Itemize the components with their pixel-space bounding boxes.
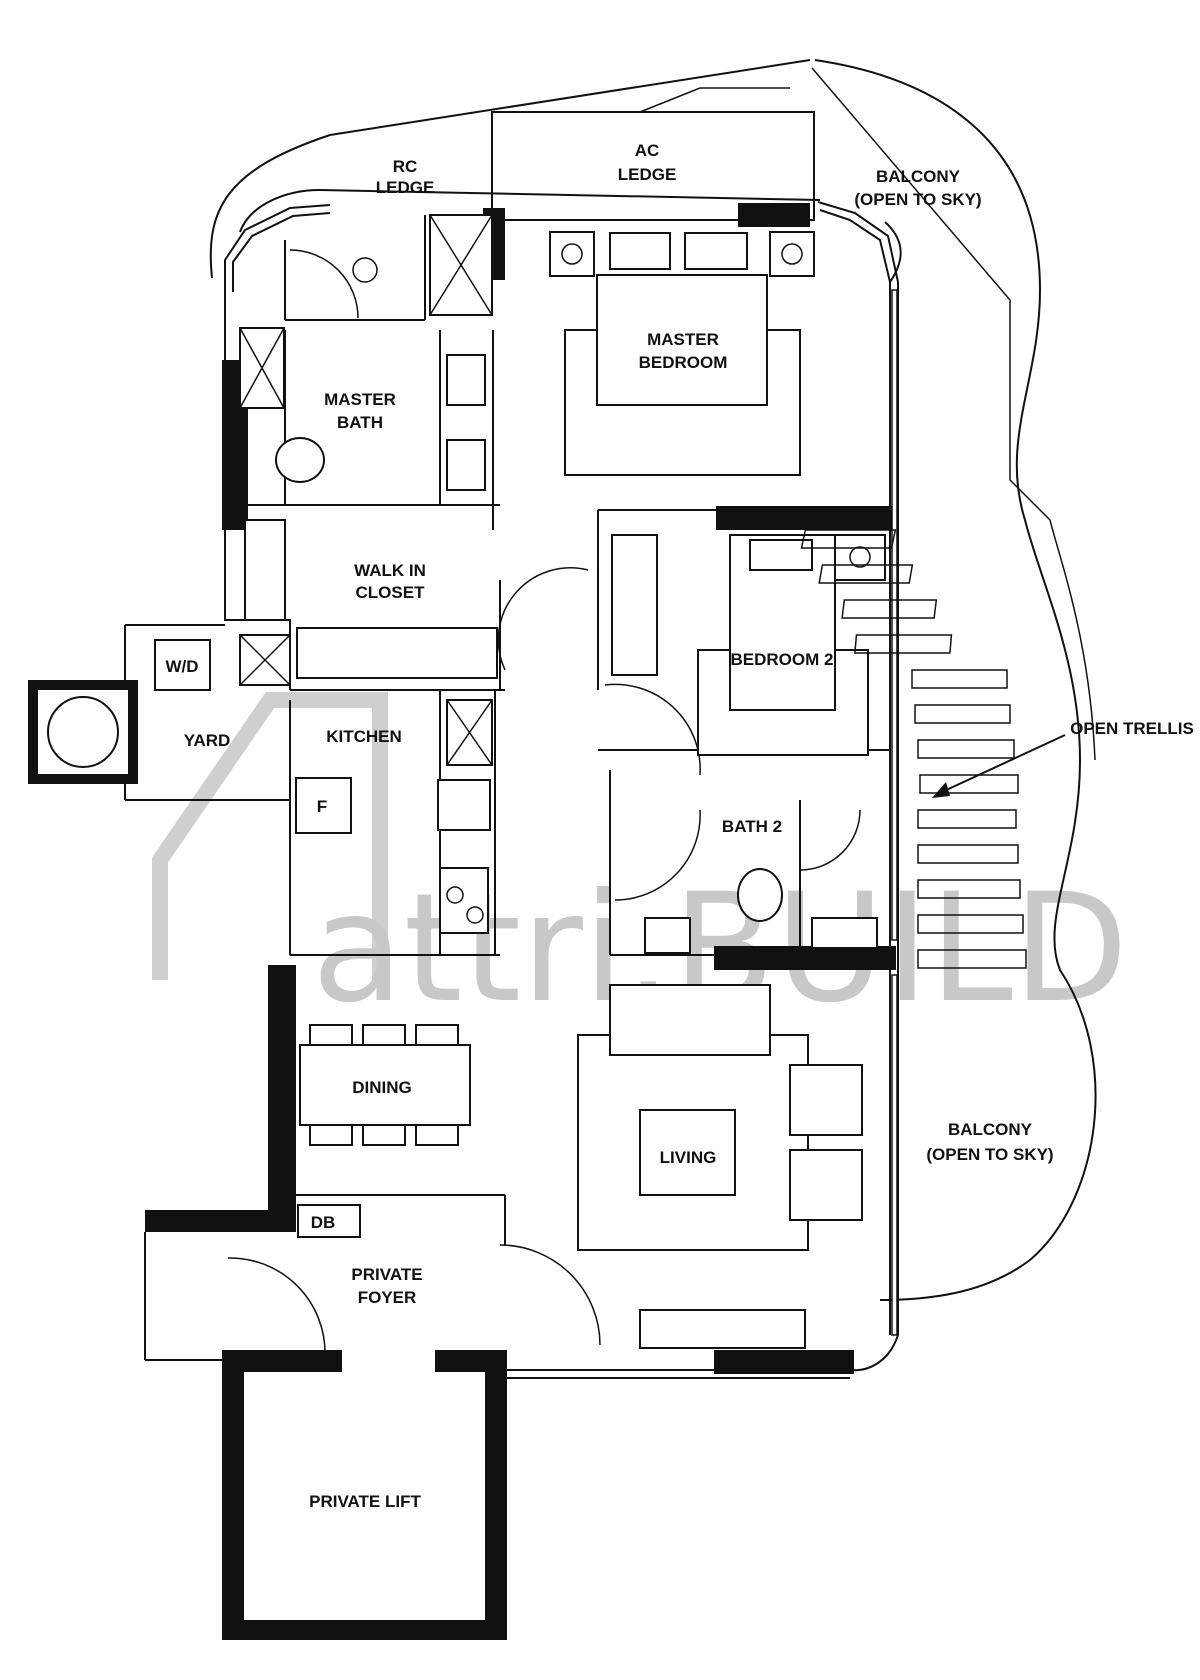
balcony-top-label-2: (OPEN TO SKY) bbox=[854, 190, 981, 209]
ac-ledge-glass bbox=[639, 87, 790, 113]
wall-block bbox=[145, 1210, 296, 1232]
wall-block bbox=[222, 1350, 342, 1372]
ledge-inner bbox=[239, 188, 821, 233]
db-label: DB bbox=[311, 1213, 336, 1232]
facade-glass bbox=[891, 289, 898, 1336]
bath2-fixtures bbox=[644, 868, 878, 954]
dining-label: DINING bbox=[352, 1078, 412, 1097]
walk-in-wardrobe bbox=[239, 519, 498, 686]
yard-label: YARD bbox=[184, 731, 231, 750]
bedroom2-bed bbox=[611, 534, 886, 756]
master-bath-fixtures bbox=[239, 214, 493, 491]
open-trellis-label: OPEN TRELLIS bbox=[1070, 719, 1194, 738]
open-trellis bbox=[800, 529, 1066, 969]
kitchen-label: KITCHEN bbox=[326, 727, 402, 746]
private-lift-label: PRIVATE LIFT bbox=[309, 1492, 421, 1511]
balcony-top-label-1: BALCONY bbox=[876, 167, 961, 186]
wall-block bbox=[738, 203, 810, 227]
ac-ledge-label-2: LEDGE bbox=[618, 165, 677, 184]
fridge-label: F bbox=[317, 797, 327, 816]
balcony-bottom-label-1: BALCONY bbox=[948, 1120, 1033, 1139]
master-bed bbox=[549, 231, 815, 476]
living-label: LIVING bbox=[660, 1148, 717, 1167]
balcony-bottom-label-2: (OPEN TO SKY) bbox=[926, 1145, 1053, 1164]
wall-block bbox=[714, 946, 896, 970]
yard-fixtures bbox=[28, 639, 211, 784]
wd-label: W/D bbox=[165, 657, 198, 676]
ac-ledge-box bbox=[491, 111, 815, 221]
walk-in-closet-label-2: CLOSET bbox=[356, 583, 426, 602]
wall-block bbox=[485, 1350, 507, 1640]
wall-block bbox=[716, 506, 896, 530]
rc-ledge-label-2: LEDGE bbox=[376, 178, 435, 197]
db-box bbox=[297, 1204, 361, 1238]
rc-ledge-label-1: RC bbox=[393, 157, 418, 176]
dining-table bbox=[299, 1024, 471, 1146]
room-labels: RC LEDGE AC LEDGE BALCONY (OPEN TO SKY) … bbox=[165, 141, 1193, 1511]
living-furniture bbox=[577, 984, 863, 1349]
kitchen-fixtures bbox=[295, 699, 493, 934]
wall-block bbox=[268, 965, 296, 1230]
master-bedroom-label-1: MASTER bbox=[647, 330, 719, 349]
ac-ledge-label-1: AC bbox=[635, 141, 660, 160]
master-bath-label-2: BATH bbox=[337, 413, 383, 432]
walk-in-closet-label-1: WALK IN bbox=[354, 561, 426, 580]
master-bath-label-1: MASTER bbox=[324, 390, 396, 409]
private-foyer-label-1: PRIVATE bbox=[351, 1265, 422, 1284]
wall-block bbox=[222, 1350, 244, 1640]
ledge-outline bbox=[209, 59, 811, 279]
balcony-top-inner bbox=[811, 67, 1096, 761]
bath2-label: BATH 2 bbox=[722, 817, 782, 836]
wall-block bbox=[222, 1620, 507, 1640]
master-bedroom-label-2: BEDROOM bbox=[639, 353, 728, 372]
bedroom2-label: BEDROOM 2 bbox=[731, 650, 834, 669]
balcony-top-outline bbox=[814, 59, 1097, 1301]
wall-block bbox=[714, 1350, 854, 1374]
private-foyer-label-2: FOYER bbox=[358, 1288, 417, 1307]
